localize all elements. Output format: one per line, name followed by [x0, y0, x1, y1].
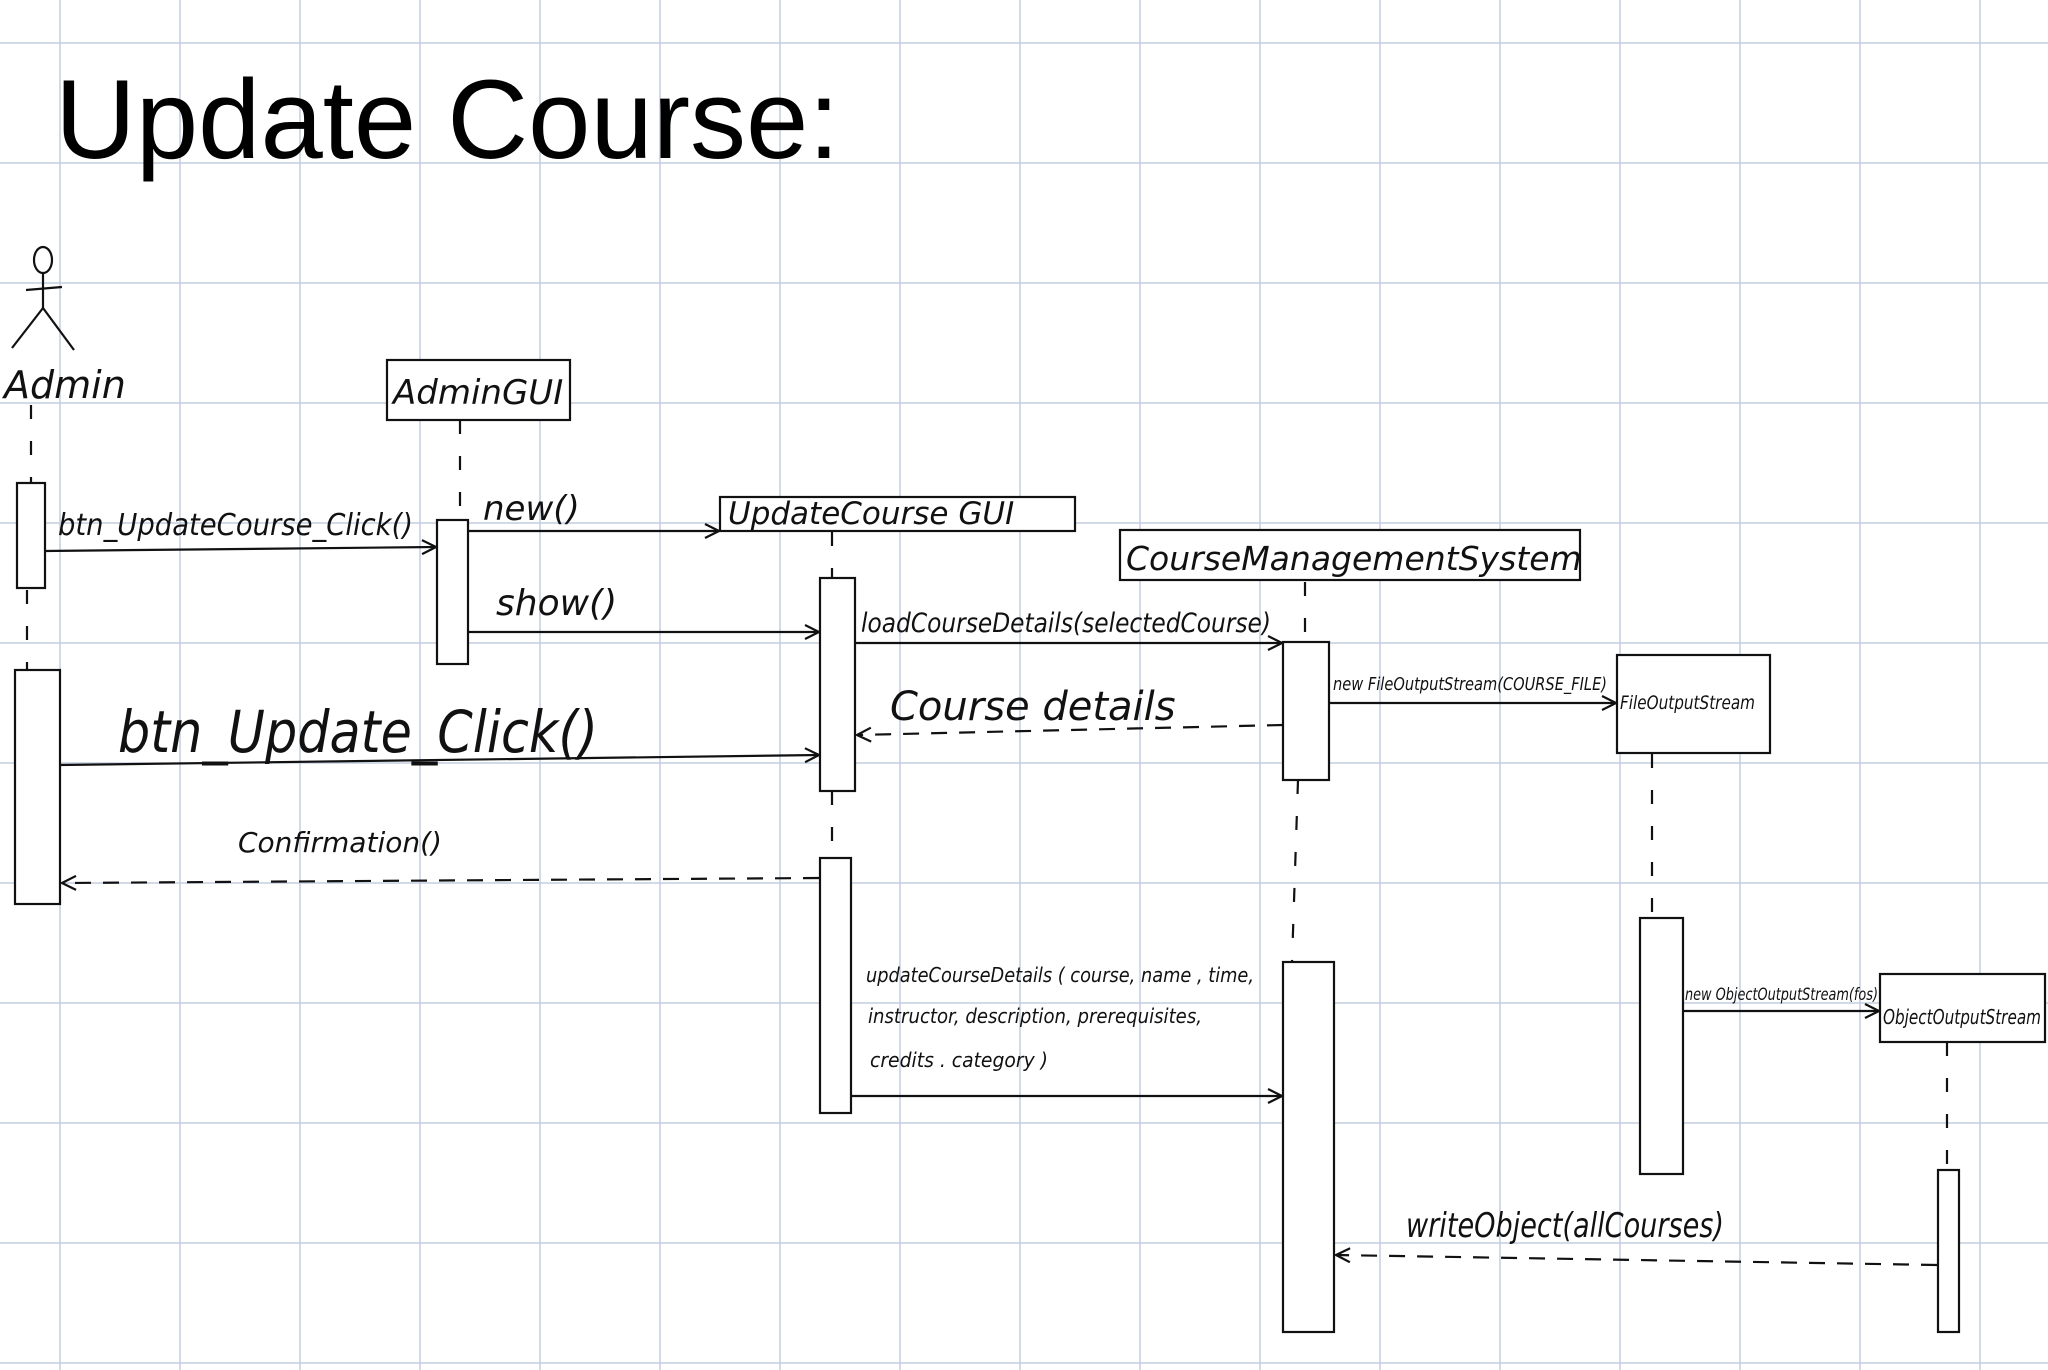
admin-actor: Admin: [1, 245, 126, 407]
participant-label-update-course-gui: UpdateCourse GUI: [728, 496, 1014, 532]
participant-object-output-stream: ObjectOutputStream: [1878, 972, 2047, 1044]
message-labels: btn_UpdateCourse_Click() new() show() lo…: [58, 489, 1878, 1246]
lifelines: [25, 405, 1949, 1170]
arrow-confirmation-return: [62, 878, 820, 883]
label-update-course-details-line-2: instructor, description, prerequisites,: [868, 1004, 1202, 1028]
activation-update-course-gui-2: [818, 856, 853, 1115]
label-new-update-course-gui: new(): [483, 489, 580, 529]
participant-label-object-output-stream: ObjectOutputStream: [1883, 1005, 2041, 1029]
participant-label-admin-gui: AdminGUI: [391, 373, 563, 413]
label-show: show(): [496, 583, 617, 624]
stick-figure-icon: [11, 245, 75, 351]
message-arrows: [44, 531, 1938, 1267]
activation-admin-2: [13, 668, 62, 906]
label-load-course-details: loadCourseDetails(selectedCourse): [861, 608, 1271, 639]
activation-file-output-stream: [1638, 916, 1685, 1176]
label-confirmation: Confirmation(): [238, 826, 442, 859]
label-write-object: writeObject(allCourses): [1406, 1206, 1724, 1246]
participant-file-output-stream: FileOutputStream: [1615, 653, 1772, 755]
label-update-course-details-line-3: credits . category ): [870, 1048, 1048, 1072]
participant-label-file-output-stream: FileOutputStream: [1620, 692, 1755, 714]
participant-admin-gui: AdminGUI: [385, 358, 572, 422]
label-update-course-details-line-1: updateCourseDetails ( course, name , tim…: [866, 963, 1254, 987]
label-btn-update-course-click: btn_UpdateCourse_Click(): [58, 508, 413, 543]
label-new-object-output-stream: new ObjectOutputStream(fos): [1685, 985, 1878, 1005]
lifeline-course-management-system-mid: [1290, 779, 1300, 963]
page-title: Update Course:: [55, 57, 839, 182]
arrow-btn-update-click: [59, 755, 819, 767]
label-btn-update-click: btn_Update_Click(): [118, 698, 598, 766]
participant-course-management-system: CourseManagementSystem: [1118, 528, 1582, 582]
participant-update-course-gui: UpdateCourse GUI: [718, 495, 1077, 533]
arrow-btn-update-course-click: [44, 547, 436, 551]
activation-course-management-system-2: [1281, 960, 1336, 1334]
participant-label-course-management-system: CourseManagementSystem: [1126, 539, 1582, 578]
arrow-course-details-return: [857, 723, 1284, 735]
activation-admin-gui: [435, 518, 470, 666]
label-course-details: Course details: [890, 684, 1176, 730]
label-new-file-output-stream: new FileOutputStream(COURSE_FILE): [1333, 674, 1607, 695]
activation-bars: [13, 481, 1961, 1334]
arrow-write-object-return: [1336, 1255, 1938, 1267]
activation-course-management-system-1: [1281, 640, 1331, 782]
activation-update-course-gui-1: [818, 576, 857, 793]
activation-object-output-stream: [1936, 1168, 1961, 1334]
actor-label-admin: Admin: [1, 363, 126, 407]
activation-admin-1: [15, 481, 47, 590]
